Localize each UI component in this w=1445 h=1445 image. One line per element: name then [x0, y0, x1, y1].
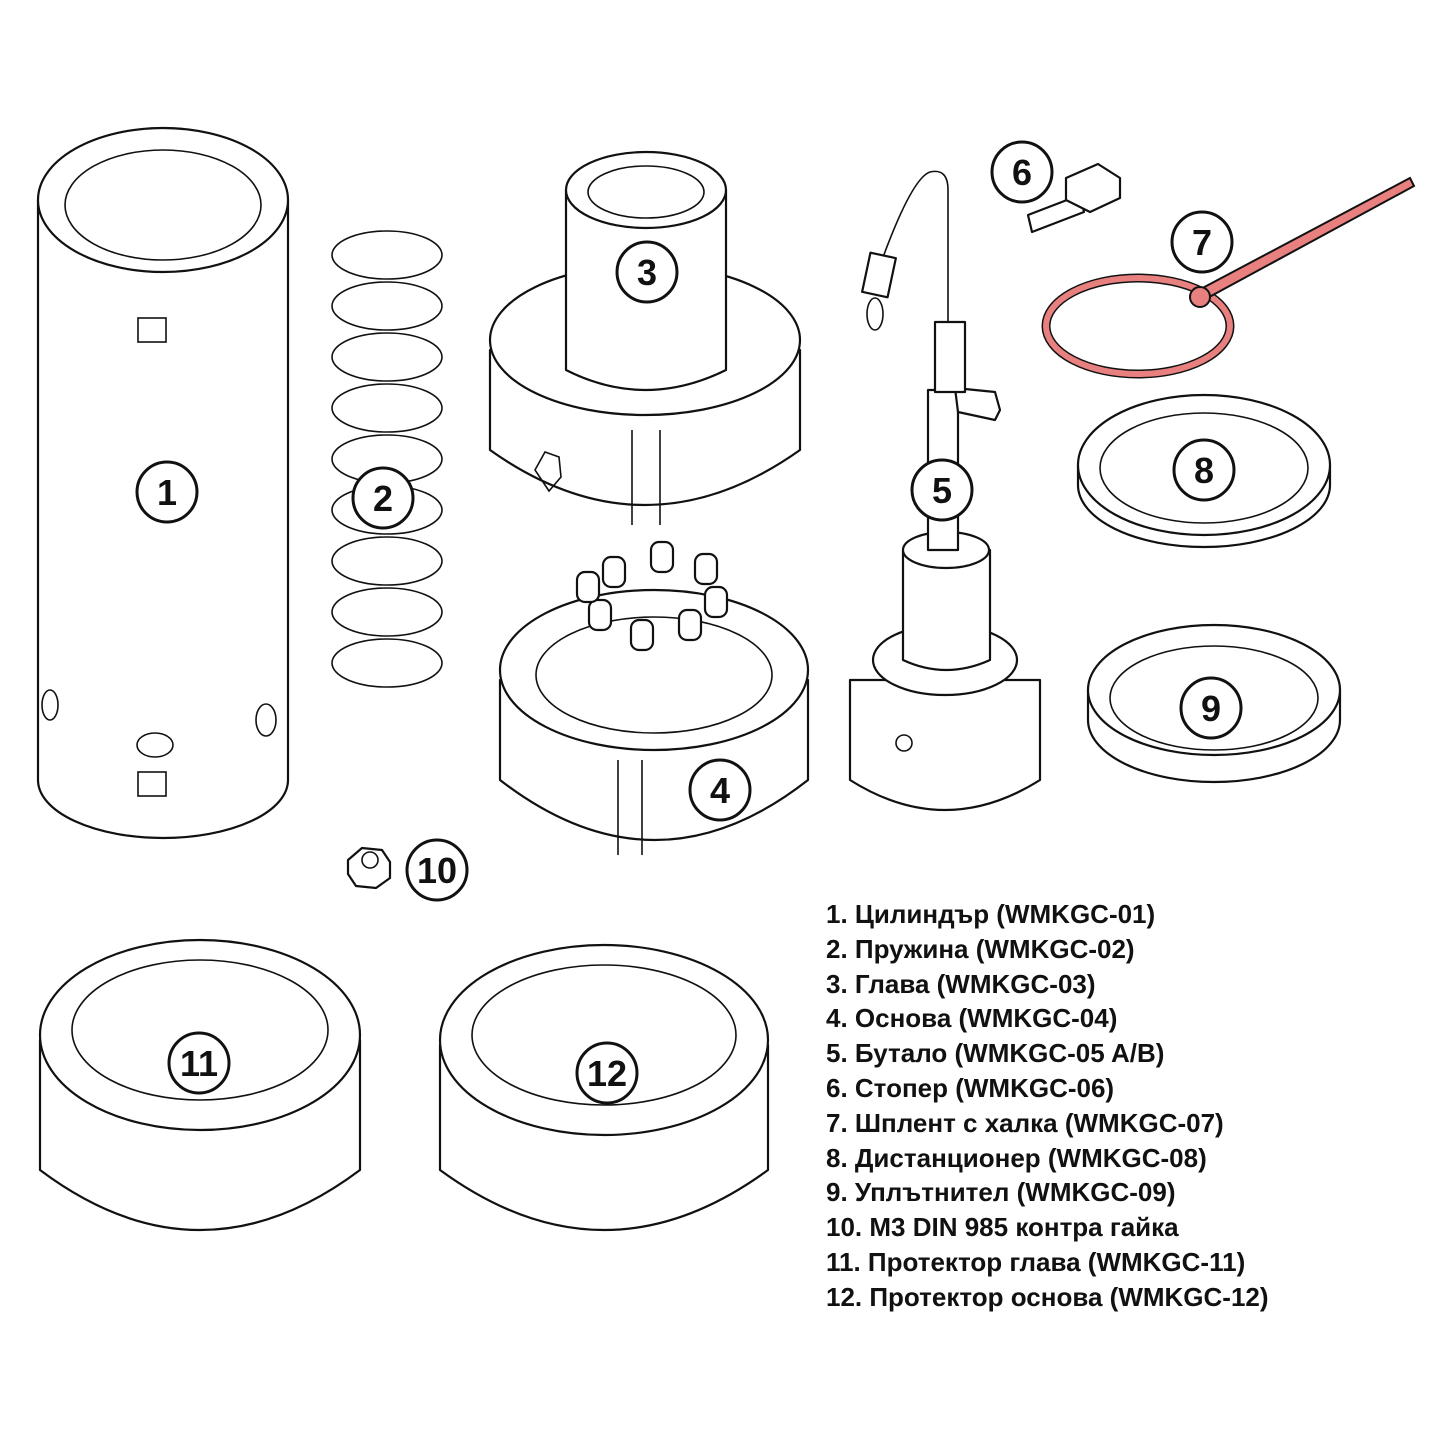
- callout-2: 2: [351, 466, 415, 530]
- legend-item: 1. Цилиндър (WMKGC-01): [826, 899, 1156, 929]
- svg-text:12: 12: [587, 1053, 627, 1094]
- svg-text:10: 10: [417, 850, 457, 891]
- callout-10: 10: [405, 838, 469, 902]
- callout-9: 9: [1179, 676, 1243, 740]
- callout-1: 1: [135, 460, 199, 524]
- contact-pin: [629, 618, 655, 652]
- legend-item: 6. Стопер (WMKGC-06): [826, 1072, 1115, 1103]
- spring-coil: [331, 230, 443, 280]
- contact-pin: [587, 598, 613, 632]
- legend-item: 7. Шплент с халка (WMKGC-07): [826, 1107, 1224, 1138]
- svg-text:3: 3: [637, 252, 657, 293]
- svg-text:1: 1: [157, 472, 177, 513]
- legend-item: 5. Бутало (WMKGC-05 A/B): [826, 1038, 1165, 1069]
- legend-item: 11. Протектор глава (WMKGC-11): [826, 1246, 1246, 1277]
- callout-7: 7: [1170, 210, 1234, 274]
- contact-pin: [693, 552, 719, 586]
- svg-text:7: 7: [1192, 222, 1212, 263]
- contact-pin: [703, 585, 729, 619]
- svg-text:9: 9: [1201, 688, 1221, 729]
- contact-pin: [575, 570, 601, 604]
- svg-text:5: 5: [932, 470, 952, 511]
- contact-pin: [601, 555, 627, 589]
- part-spring: [331, 230, 443, 688]
- legend-item: 9. Уплътнител (WMKGC-09): [826, 1177, 1176, 1208]
- callout-4: 4: [688, 758, 752, 822]
- spring-coil: [331, 587, 443, 637]
- legend-item: 10. M3 DIN 985 контра гайка: [826, 1212, 1179, 1243]
- svg-text:6: 6: [1012, 152, 1032, 193]
- part-base: [498, 540, 810, 855]
- svg-text:4: 4: [710, 770, 730, 811]
- contact-pin: [677, 608, 703, 642]
- part-pin-with-ring: [1041, 176, 1416, 379]
- callout-6: 6: [990, 140, 1054, 204]
- spring-coil: [331, 332, 443, 382]
- svg-text:11: 11: [180, 1043, 218, 1084]
- callout-12: 12: [575, 1041, 639, 1105]
- legend-item: 12. Протектор основа (WMKGC-12): [826, 1281, 1269, 1312]
- svg-text:2: 2: [373, 478, 393, 519]
- part-head: [488, 150, 802, 525]
- legend-item: 8. Дистанционер (WMKGC-08): [826, 1142, 1207, 1173]
- legend-item: 2. Пружина (WMKGC-02): [826, 933, 1135, 964]
- callout-5: 5: [910, 458, 974, 522]
- part-base-protector: [438, 943, 770, 1232]
- svg-text:8: 8: [1194, 450, 1214, 491]
- legend-item: 4. Основа (WMKGC-04): [826, 1003, 1118, 1034]
- part-piston: [848, 170, 1042, 811]
- parts-legend: 1. Цилиндър (WMKGC-01) 2. Пружина (WMKGC…: [826, 897, 1269, 1315]
- spring-coil: [331, 383, 443, 433]
- spring-coil: [331, 638, 443, 688]
- part-stopper: [1026, 162, 1122, 234]
- part-lock-nut: [346, 846, 392, 890]
- callout-11: 11: [167, 1031, 231, 1095]
- spring-coil: [331, 536, 443, 586]
- spring-coil: [331, 281, 443, 331]
- contact-pin: [649, 540, 675, 574]
- callout-3: 3: [615, 240, 679, 304]
- callout-8: 8: [1172, 438, 1236, 502]
- legend-item: 3. Глава (WMKGC-03): [826, 968, 1096, 999]
